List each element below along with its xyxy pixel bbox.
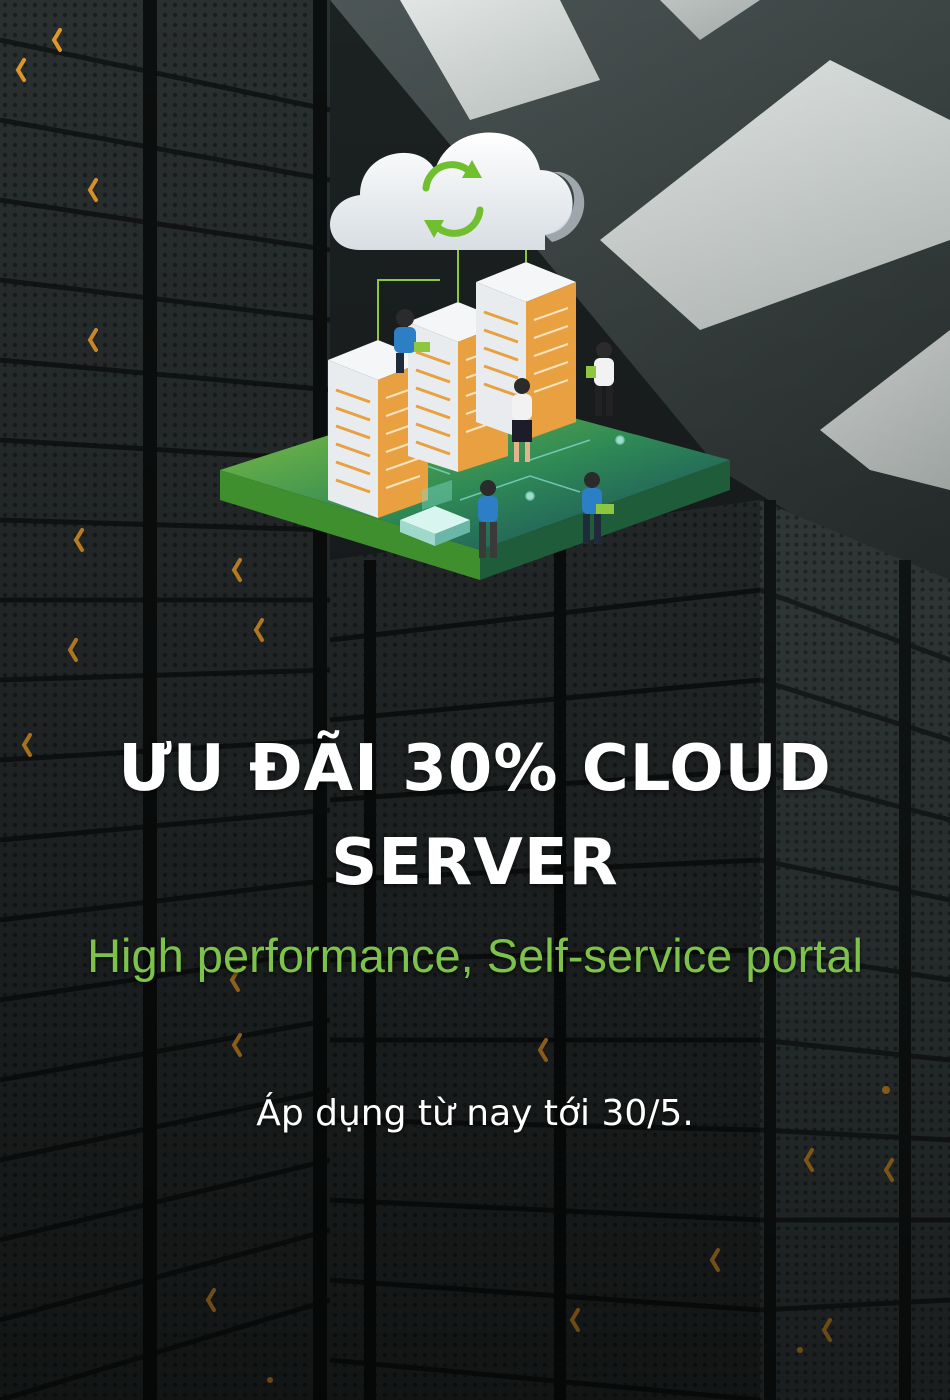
cloud-server-illustration <box>220 132 730 580</box>
person-icon <box>582 472 614 544</box>
headline-line-1: ƯU ĐÃI 30% CLOUD <box>118 732 832 806</box>
promo-headline: ƯU ĐÃI 30% CLOUD SERVER <box>0 722 950 910</box>
person-icon <box>478 480 498 558</box>
refresh-icon <box>422 161 484 237</box>
promo-subheadline: High performance, Self-service portal <box>87 929 863 982</box>
headline-line-2: SERVER <box>331 826 619 900</box>
person-icon <box>512 378 532 462</box>
cloud-sync-icon <box>330 132 585 250</box>
person-icon <box>394 309 430 373</box>
person-icon <box>586 342 614 416</box>
promo-validity-note: Áp dụng từ nay tới 30/5. <box>256 1093 694 1134</box>
holographic-device-icon <box>400 480 470 546</box>
